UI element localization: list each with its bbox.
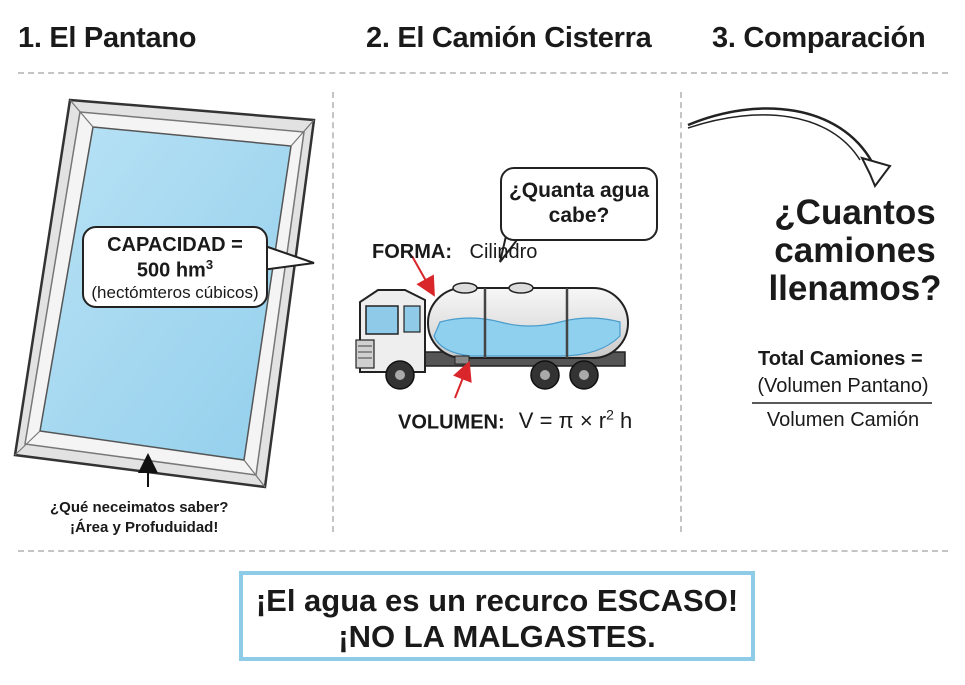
formula-exponent: 2 [606, 407, 614, 423]
formula-suffix: h [613, 408, 633, 434]
capacity-unit: (hectómteros cúbicos) [91, 282, 259, 302]
comparacion-question-line2: camiones [774, 231, 936, 270]
comparacion-title: 3. Comparación [712, 22, 926, 54]
pantano-title: 1. El Pantano [18, 22, 197, 54]
curved-arrow-icon [687, 107, 892, 188]
forma-value: Cilindro [469, 241, 538, 263]
pantano-question-line2: ¡Área y Profuduidad! [70, 519, 219, 536]
conservation-banner: ¡El agua es un recurco ESCASO! ¡NO LA MA… [239, 571, 755, 661]
camion-question-bubble: ¿Quanta agua cabe? [500, 167, 658, 241]
forma-row: FORMA: Cilindro [372, 241, 537, 264]
tanker-truck-illustration [355, 235, 629, 399]
top-divider [18, 72, 948, 74]
camion-title: 2. El Camión Cisterra [366, 22, 652, 54]
capacity-value-text: 500 hm [136, 259, 206, 282]
camion-question-line2: cabe? [548, 204, 610, 227]
capacity-value: 500 hm3 [84, 257, 266, 283]
forma-label: FORMA: [372, 241, 452, 263]
comparacion-question-line1: ¿Cuantos [774, 193, 936, 232]
volumen-formula: V = π × r2 h [518, 407, 633, 434]
fraction-numerator: (Volumen Pantano) [757, 375, 929, 397]
volumen-label: VOLUMEN: [398, 411, 505, 434]
comparacion-question-line3: llenamos? [768, 269, 942, 308]
pantano-question-line1: ¿Qué neceimatos saber? [50, 499, 229, 516]
capacity-label: CAPACIDAD = [107, 234, 243, 256]
total-camiones-label: Total Camiones = [758, 348, 923, 370]
column-divider-2 [680, 92, 682, 532]
bottom-divider [18, 550, 948, 552]
capacity-exponent: 3 [205, 257, 214, 272]
camion-question-line1: ¿Quanta agua [508, 179, 650, 202]
banner-line2: ¡NO LA MALGASTES. [338, 619, 656, 654]
banner-line1: ¡El agua es un recurco ESCASO! [255, 583, 739, 618]
pantano-question: ¿Qué neceimatos saber? ¡Área y Profuduid… [50, 498, 228, 538]
formula-prefix: V = π × r [518, 408, 607, 434]
comparacion-question: ¿Cuantos camiones llenamos? [760, 194, 950, 308]
fraction-denominator: Volumen Camión [766, 409, 920, 431]
volumen-row: VOLUMEN: V = π × r2 h [398, 407, 632, 434]
capacity-bubble: CAPACIDAD = 500 hm3 (hectómteros cúbicos… [82, 226, 268, 308]
column-divider-1 [332, 92, 334, 532]
